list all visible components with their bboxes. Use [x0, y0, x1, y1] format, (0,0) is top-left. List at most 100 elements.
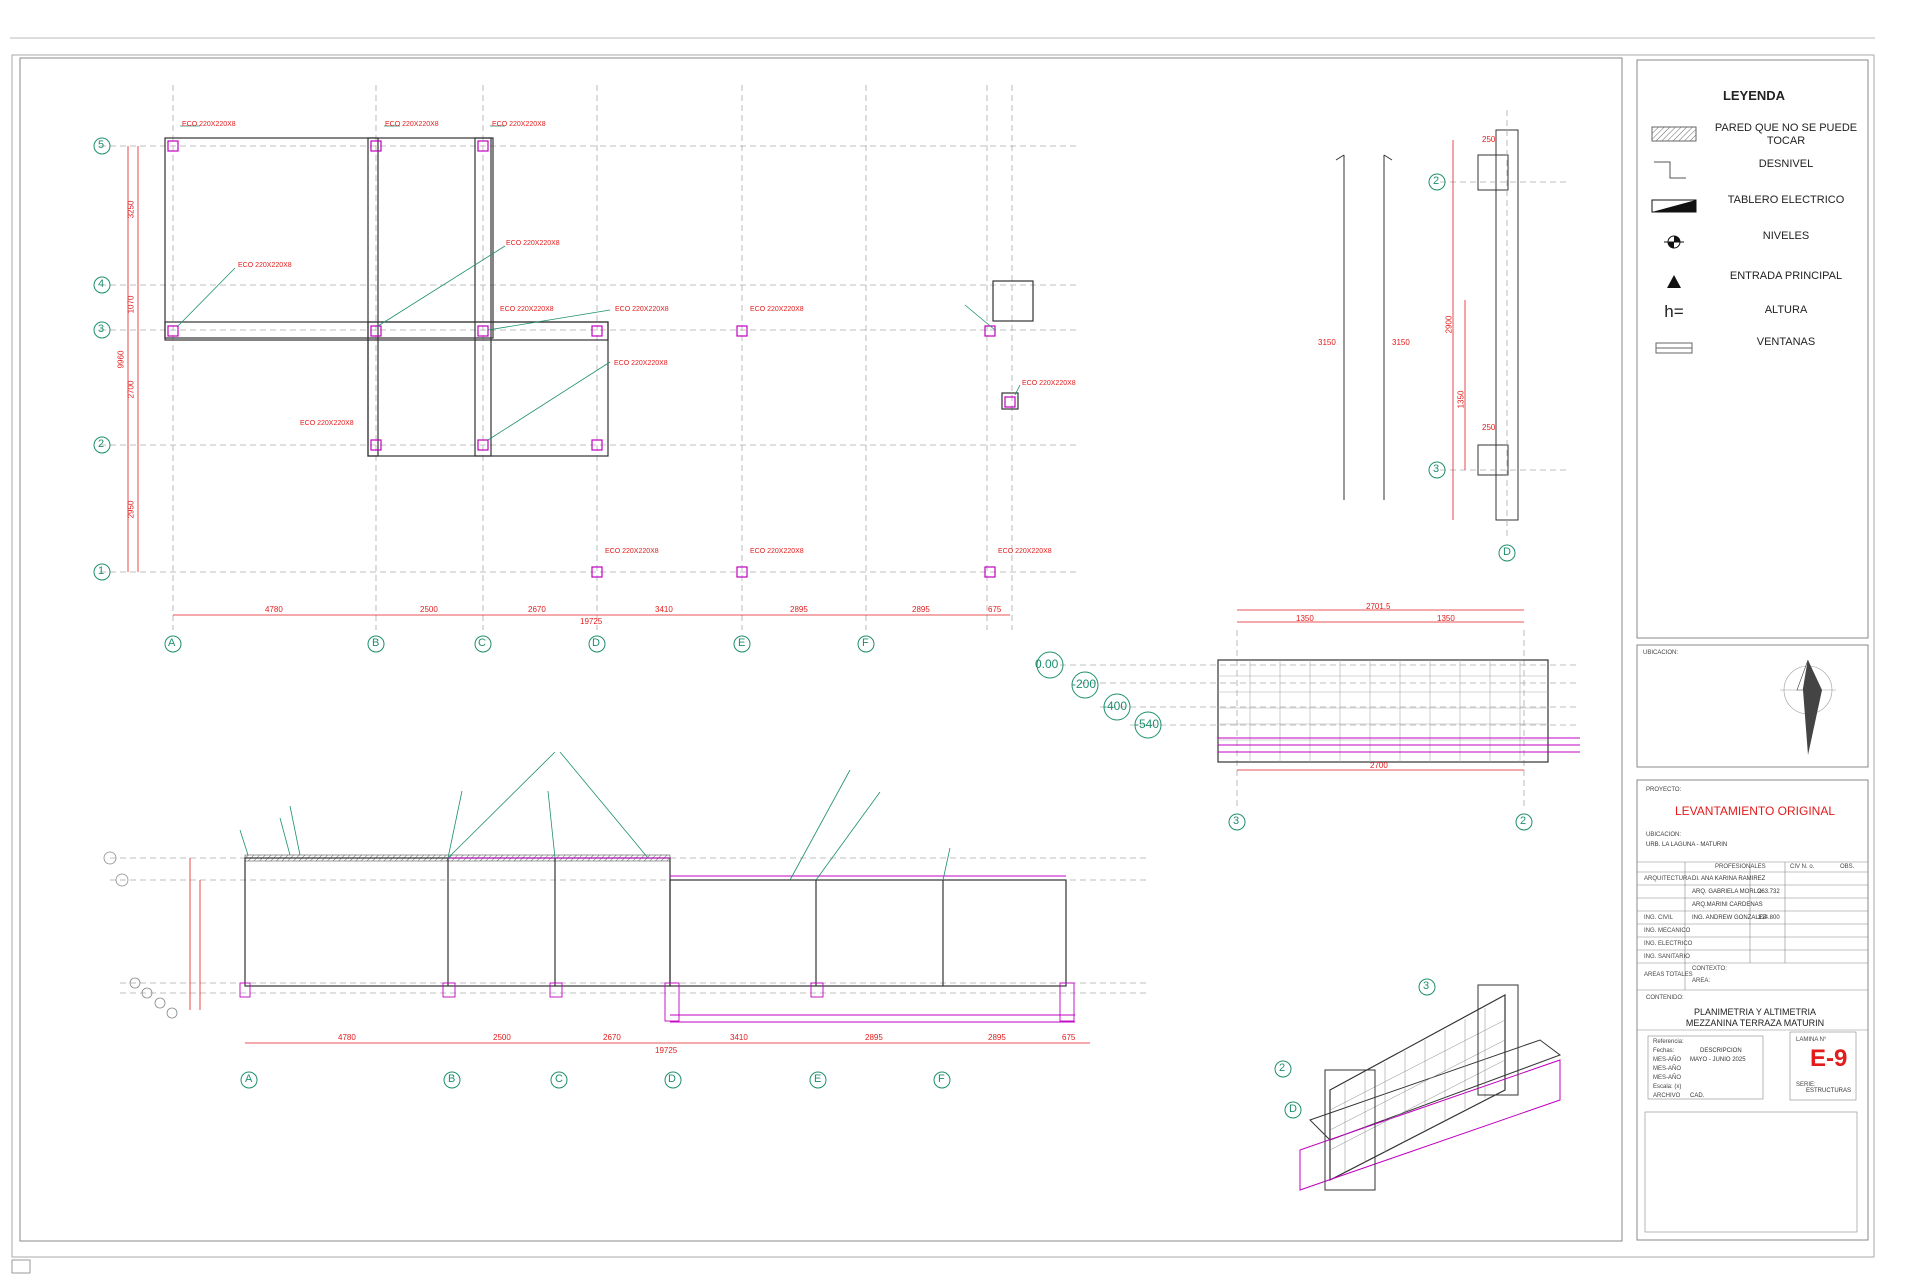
lateral-axis-2: 2 — [1520, 815, 1527, 827]
electric-panel-icon — [1651, 199, 1697, 213]
project-title: LEVANTAMIENTO ORIGINAL — [1674, 804, 1836, 818]
elev-dim-5: 2895 — [865, 1033, 883, 1042]
superior-dim-4: 250 — [1482, 423, 1496, 432]
legend-item-entrada: ENTRADA PRINCIPAL — [1650, 268, 1865, 298]
elev-grid-d: D — [668, 1073, 676, 1085]
superior-dim-1: 250 — [1482, 135, 1496, 144]
footing-label: ECO 220X220X8 — [300, 420, 354, 427]
level-mark-icon — [1664, 235, 1684, 249]
plan-grid-2: 2 — [98, 438, 105, 450]
footing-label: ECO 220X220X8 — [182, 121, 236, 128]
contenido-line-1: PLANIMETRIA Y ALTIMETRIA — [1693, 1007, 1817, 1017]
header-profesionales: PROFESIONALES — [1715, 864, 1766, 870]
elev-dim-2: 2500 — [493, 1033, 511, 1042]
elev-grid-e: E — [814, 1073, 822, 1085]
level-540: -540 — [1135, 717, 1160, 731]
legend-frame — [1636, 59, 1869, 639]
plan-dim-7: 675 — [988, 605, 1002, 614]
elev-dim-4: 3410 — [730, 1033, 748, 1042]
footing-label: ECO 220X220X8 — [750, 306, 804, 313]
ref-label: MES-AÑO — [1653, 1075, 1682, 1081]
plan-dim-y4: 2950 — [126, 500, 136, 519]
header-civ: CIV N. o. — [1790, 864, 1815, 870]
elev-grid-a: A — [245, 1073, 253, 1085]
sheet-number: E-9 — [1810, 1045, 1848, 1072]
legend-label: DESNIVEL — [1758, 158, 1814, 170]
plan-grid-3: 3 — [98, 323, 105, 335]
title-block: PROYECTO: LEVANTAMIENTO ORIGINAL UBICACI… — [1640, 782, 1870, 1242]
corner-box — [11, 1259, 31, 1274]
outer-frame — [11, 54, 1875, 1258]
areas-label: AREAS TOTALES — [1644, 972, 1693, 978]
lateral-axis-3: 3 — [1233, 815, 1240, 827]
header-obs: OBS. — [1840, 864, 1855, 870]
plan-grid-f: F — [862, 637, 869, 649]
legend-item-desnivel: DESNIVEL — [1650, 156, 1865, 186]
ref-label: MES-AÑO — [1653, 1066, 1682, 1072]
elev-dim-6: 2895 — [988, 1033, 1006, 1042]
legend-item-tablero: TABLERO ELECTRICO — [1650, 192, 1865, 222]
location-label: UBICACION: — [1643, 650, 1679, 656]
step-line-icon — [1654, 161, 1686, 179]
elev-dim-3: 2670 — [603, 1033, 621, 1042]
drawing-frame — [19, 57, 1623, 1242]
superior-axis-2: 2 — [1433, 175, 1440, 187]
row-role: ARQUITECTURA — [1644, 876, 1692, 882]
footing-label: ECO 220X220X8 — [500, 306, 554, 313]
level-200: -200 — [1072, 677, 1097, 691]
plan-dim-3: 2670 — [528, 605, 546, 614]
lamina-label: LAMINA N° — [1796, 1037, 1827, 1043]
height-symbol: h= — [1664, 302, 1684, 321]
plan-view — [93, 85, 1080, 653]
plan-dim-y3: 2700 — [126, 380, 136, 399]
footing-label: ECO 220X220X8 — [614, 360, 668, 367]
legend-item-altura: h= ALTURA — [1650, 302, 1865, 332]
plan-dim-6: 2895 — [912, 605, 930, 614]
row-name: ARQ. GABRIELA MORLO — [1692, 889, 1762, 895]
plan-dim-ytotal: 9960 — [116, 350, 126, 369]
plan-grid-1: 1 — [98, 565, 105, 577]
plan-dim-5: 2895 — [790, 605, 808, 614]
plan-grid-4: 4 — [98, 278, 105, 290]
level-0: 0.00 — [1035, 657, 1059, 671]
contenido-line-2: MEZZANINA TERRAZA MATURIN — [1685, 1018, 1825, 1028]
ref-label: MES-AÑO — [1653, 1057, 1682, 1063]
triangle-icon — [1667, 275, 1681, 288]
footing-label: ECO 220X220X8 — [506, 240, 560, 247]
pillar-dim-right: 3150 — [1392, 338, 1410, 347]
wall-perspective — [1274, 978, 1562, 1191]
legend-title: LEYENDA — [1722, 88, 1786, 103]
legend-item-niveles: NIVELES — [1650, 228, 1865, 258]
proyecto-label: PROYECTO: — [1646, 787, 1682, 793]
elevation-view — [103, 751, 1150, 1089]
lateral-dim-top: 2701.5 — [1366, 602, 1391, 611]
superior-axis-3: 3 — [1433, 463, 1440, 475]
persp-axis-3: 3 — [1423, 980, 1430, 992]
area-label: AREA: — [1692, 978, 1711, 984]
elev-dim-total: 19725 — [655, 1046, 678, 1055]
legend-panel: LEYENDA PARED QUE NO SE PUEDE TOCAR DESN… — [1640, 62, 1868, 642]
elev-grid-f: F — [938, 1073, 945, 1085]
ref-value: CAD. — [1690, 1093, 1705, 1099]
row-name: ING. ANDREW GONZALEZ — [1692, 915, 1767, 921]
legend-label: VENTANAS — [1756, 336, 1816, 348]
plan-grid-d: D — [592, 637, 600, 649]
footing-label: ECO 220X220X8 — [750, 548, 804, 555]
level-400: -400 — [1103, 699, 1128, 713]
legend-label: PARED QUE NO SE PUEDE TOCAR — [1714, 122, 1858, 147]
plan-dim-2: 2500 — [420, 605, 438, 614]
legend-label: TABLERO ELECTRICO — [1727, 194, 1845, 206]
plan-dim-y1: 3250 — [126, 200, 136, 219]
legend-item-ventanas: VENTANAS — [1650, 334, 1865, 364]
plan-dim-4: 3410 — [655, 605, 673, 614]
persp-axis-d: D — [1289, 1103, 1297, 1115]
plan-grid-b: B — [372, 637, 380, 649]
plan-grid-a: A — [168, 637, 176, 649]
elev-dim-1: 4780 — [338, 1033, 356, 1042]
footing-label: ECO 220X220X8 — [238, 262, 292, 269]
plan-dim-total: 19725 — [580, 617, 603, 626]
ref-label: Referencia: — [1653, 1039, 1684, 1045]
titleblock-frame — [1636, 779, 1869, 1241]
lateral-dim-half-1: 1350 — [1296, 614, 1314, 623]
plan-dim-1: 4780 — [265, 605, 283, 614]
